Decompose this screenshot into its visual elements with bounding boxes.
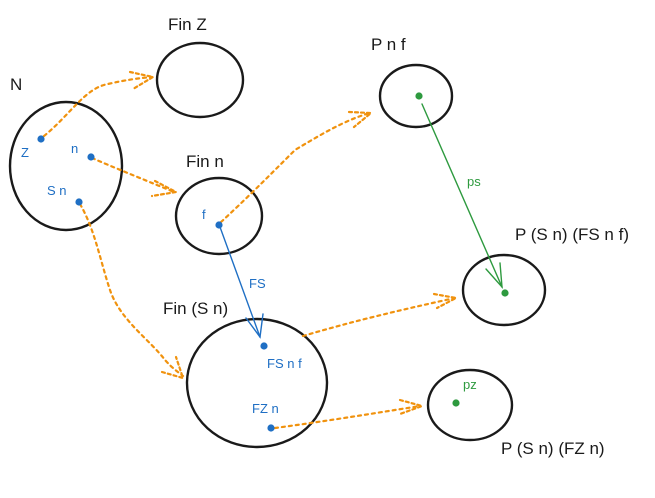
element-z-dot — [37, 135, 45, 143]
label-arrow-ps: ps — [467, 174, 481, 189]
set-pnf-circle — [378, 63, 454, 129]
label-point-f: f — [202, 207, 206, 222]
element-n-dot — [87, 153, 95, 161]
mapping-fsnf-to-psn — [301, 292, 458, 338]
label-point-fsnf: FS n f — [267, 356, 302, 371]
mapping-n-to-finn — [90, 156, 178, 198]
element-pz-dot — [452, 399, 460, 407]
element-f-dot — [215, 221, 223, 229]
label-point-z: Z — [21, 145, 29, 160]
label-point-n: n — [71, 141, 78, 156]
mapping-f-to-pnf — [219, 110, 373, 224]
label-arrow-fs: FS — [249, 276, 266, 291]
label-set-n: N — [10, 75, 22, 94]
fs-arrow — [219, 226, 264, 339]
mapping-fzn-to-psn-fzn — [273, 398, 424, 430]
label-point-sn: S n — [47, 183, 67, 198]
element-psn-fsnf-dot — [501, 289, 509, 297]
element-sn-dot — [75, 198, 83, 206]
set-fin-sn-circle — [185, 317, 329, 449]
set-n-circle — [8, 100, 124, 232]
set-psn-fsnf-circle — [461, 253, 547, 327]
label-set-pnf: P n f — [371, 35, 406, 54]
label-set-psn-fzn: P (S n) (FZ n) — [501, 439, 605, 458]
set-fin-n-circle — [174, 176, 264, 256]
label-set-psn-fsnf: P (S n) (FS n f) — [515, 225, 629, 244]
mapping-z-to-finz — [42, 70, 155, 138]
label-set-fin-n: Fin n — [186, 152, 224, 171]
label-point-fzn: FZ n — [252, 401, 279, 416]
label-set-fin-sn: Fin (S n) — [163, 299, 228, 318]
element-pnf-dot — [415, 92, 423, 100]
mapping-sn-to-finsn — [78, 202, 185, 380]
ps-arrow — [421, 103, 503, 290]
set-psn-fzn-circle — [426, 368, 514, 442]
set-fin-z-circle — [155, 41, 245, 119]
element-fsnf-dot — [260, 342, 268, 350]
element-fzn-dot — [267, 424, 275, 432]
label-set-fin-z: Fin Z — [168, 15, 207, 34]
label-point-pz: pz — [463, 377, 477, 392]
